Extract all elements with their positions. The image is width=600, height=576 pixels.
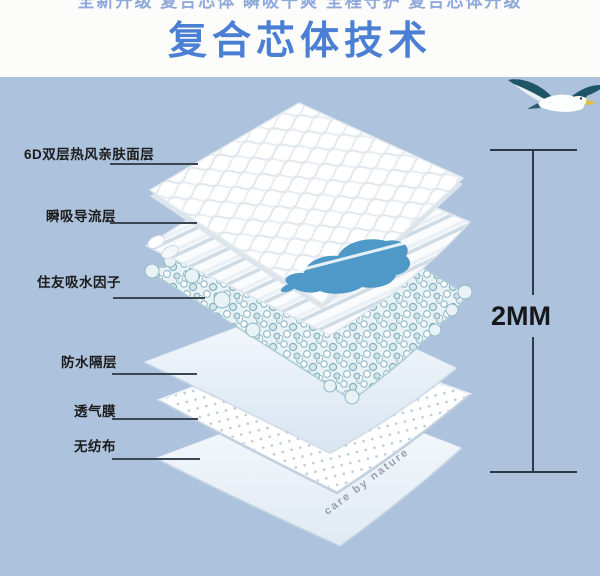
page-title: 复合芯体技术 (167, 20, 432, 63)
seagull-icon (508, 79, 600, 112)
leader-line-breathable-film (112, 418, 198, 420)
measure-cap-bottom (490, 471, 577, 473)
thickness-value: 2MM (491, 301, 551, 331)
measure-cap-top (490, 149, 577, 151)
clipped-header-text: 全新升级 复合芯体 瞬吸干爽 全程守护 复合芯体升级 (77, 0, 523, 11)
header-band: 全新升级 复合芯体 瞬吸干爽 全程守护 复合芯体升级 复合芯体技术 (0, 0, 600, 77)
leader-line-waterproof (112, 373, 197, 375)
measure-line-bottom (532, 337, 534, 472)
layer-label-waterproof: 防水隔层 (61, 355, 117, 370)
layer-label-sap-beads: 住友吸水因子 (37, 275, 121, 290)
liquid-splash (280, 239, 411, 294)
layer-label-breathable-film: 透气膜 (74, 404, 116, 419)
layer-label-topsheet: 6D双层热风亲肤面层 (24, 147, 155, 162)
layer-topsheet (149, 102, 464, 309)
leader-line-nonwoven (112, 458, 200, 460)
leader-line-acquisition (110, 222, 197, 224)
leader-line-sap-beads (113, 297, 205, 299)
layer-label-nonwoven: 无纺布 (74, 439, 116, 454)
layer-label-acquisition: 瞬吸导流层 (46, 209, 116, 224)
measure-line-top (532, 151, 534, 295)
leader-line-topsheet (110, 163, 198, 165)
